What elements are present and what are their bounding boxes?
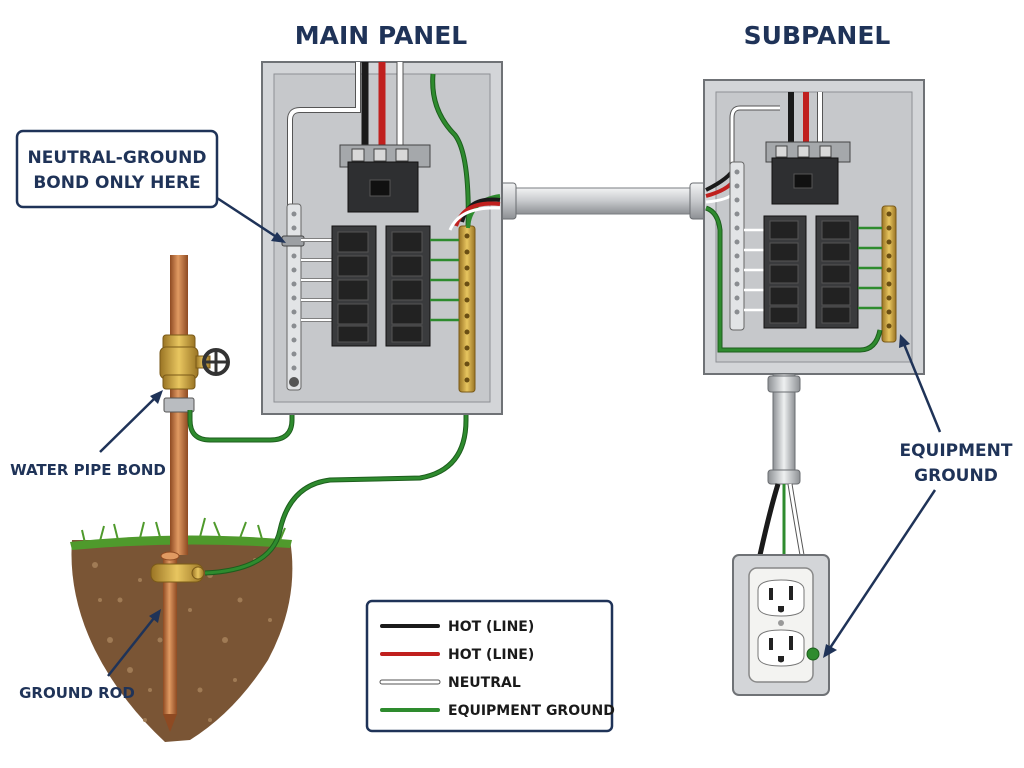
valve-handwheel-icon [202,348,230,376]
pipe-clamp [163,397,195,413]
faceplate-screw [778,620,784,626]
outlet-hot-wire [757,483,781,556]
bond-callout-leader [216,196,279,240]
main-ground-feed-wire [431,73,470,229]
equip-bar-arrowhead-icon [899,334,910,348]
grass-blades [81,517,286,544]
water-pipe-callout: WATER PIPE BOND [10,390,166,479]
outlet-top-icon [757,579,805,617]
outlet-neutral-wire [788,483,804,556]
outlet-bottom-icon [757,629,805,667]
bonding-screw [281,235,305,247]
legend-items: HOT (LINE) HOT (LINE) NEUTRAL EQUIPMENT GRO… [379,619,615,719]
outlet-conduit [767,373,801,485]
sub-feeder-ground-wire [705,206,882,352]
equipment-ground-label-line2: GROUND [914,466,998,486]
water-pipe-bond-wire [188,390,294,442]
legend-label: HOT (LINE) [448,647,534,663]
sub-neutral-bar [729,161,745,331]
ground-rod-callout: GROUND ROD [19,609,161,702]
bond-callout: NEUTRAL-GROUND BOND ONLY HERE [15,129,286,243]
legend-label: NEUTRAL [448,675,521,691]
equipment-ground-label-line1: EQUIPMENT [899,441,1012,461]
subpanel-title: SUBPANEL [744,21,891,50]
bond-callout-line1: NEUTRAL-GROUND [27,148,206,168]
receptacle [732,554,830,696]
main-branch-breakers-right [385,225,431,347]
legend: HOT (LINE) HOT (LINE) NEUTRAL EQUIPMENT GRO… [365,599,615,733]
main-branch-breakers-left [331,225,377,347]
water-pipe [159,255,230,555]
legend-item: EQUIPMENT GROUND [380,703,615,719]
legend-item: HOT (LINE) [380,619,534,635]
ground-screw [806,647,820,661]
legend-label: HOT (LINE) [448,619,534,635]
valve-body [159,346,199,380]
sub-neutral-branches [744,228,764,312]
bond-callout-line2: BOND ONLY HERE [33,173,200,193]
main-ground-branches [430,238,459,322]
subpanel [703,79,925,375]
main-neutral-lug [289,377,299,387]
main-neutral-branches [301,238,332,322]
ground-rod-wire [204,395,468,575]
ground-rod [150,551,205,732]
sub-neutral-feed-wire [730,106,780,165]
legend-item: HOT (LINE) [380,647,534,663]
sub-ground-branches [858,226,882,310]
sub-branch-breakers-left [763,215,807,329]
equipment-ground-callout: EQUIPMENT GROUND [823,334,1013,658]
sub-ground-bar [881,205,897,343]
sub-branch-breakers-right [815,215,859,329]
ground-rod-label: GROUND ROD [19,684,135,702]
main-breaker [347,161,419,213]
water-pipe-label: WATER PIPE BOND [10,461,166,479]
main-panel-title: MAIN PANEL [295,21,468,50]
feeder-conduit [495,182,711,220]
legend-box [365,599,614,733]
soil-cutaway [70,517,293,742]
equip-screw-arrowhead-icon [823,644,837,658]
main-panel [261,61,503,415]
water-pipe-arrowhead-icon [150,390,163,404]
bond-arrowhead-icon [271,232,286,243]
legend-item: NEUTRAL [379,675,521,691]
legend-label: EQUIPMENT GROUND [448,703,615,719]
ground-rod-arrowhead-icon [149,609,161,623]
